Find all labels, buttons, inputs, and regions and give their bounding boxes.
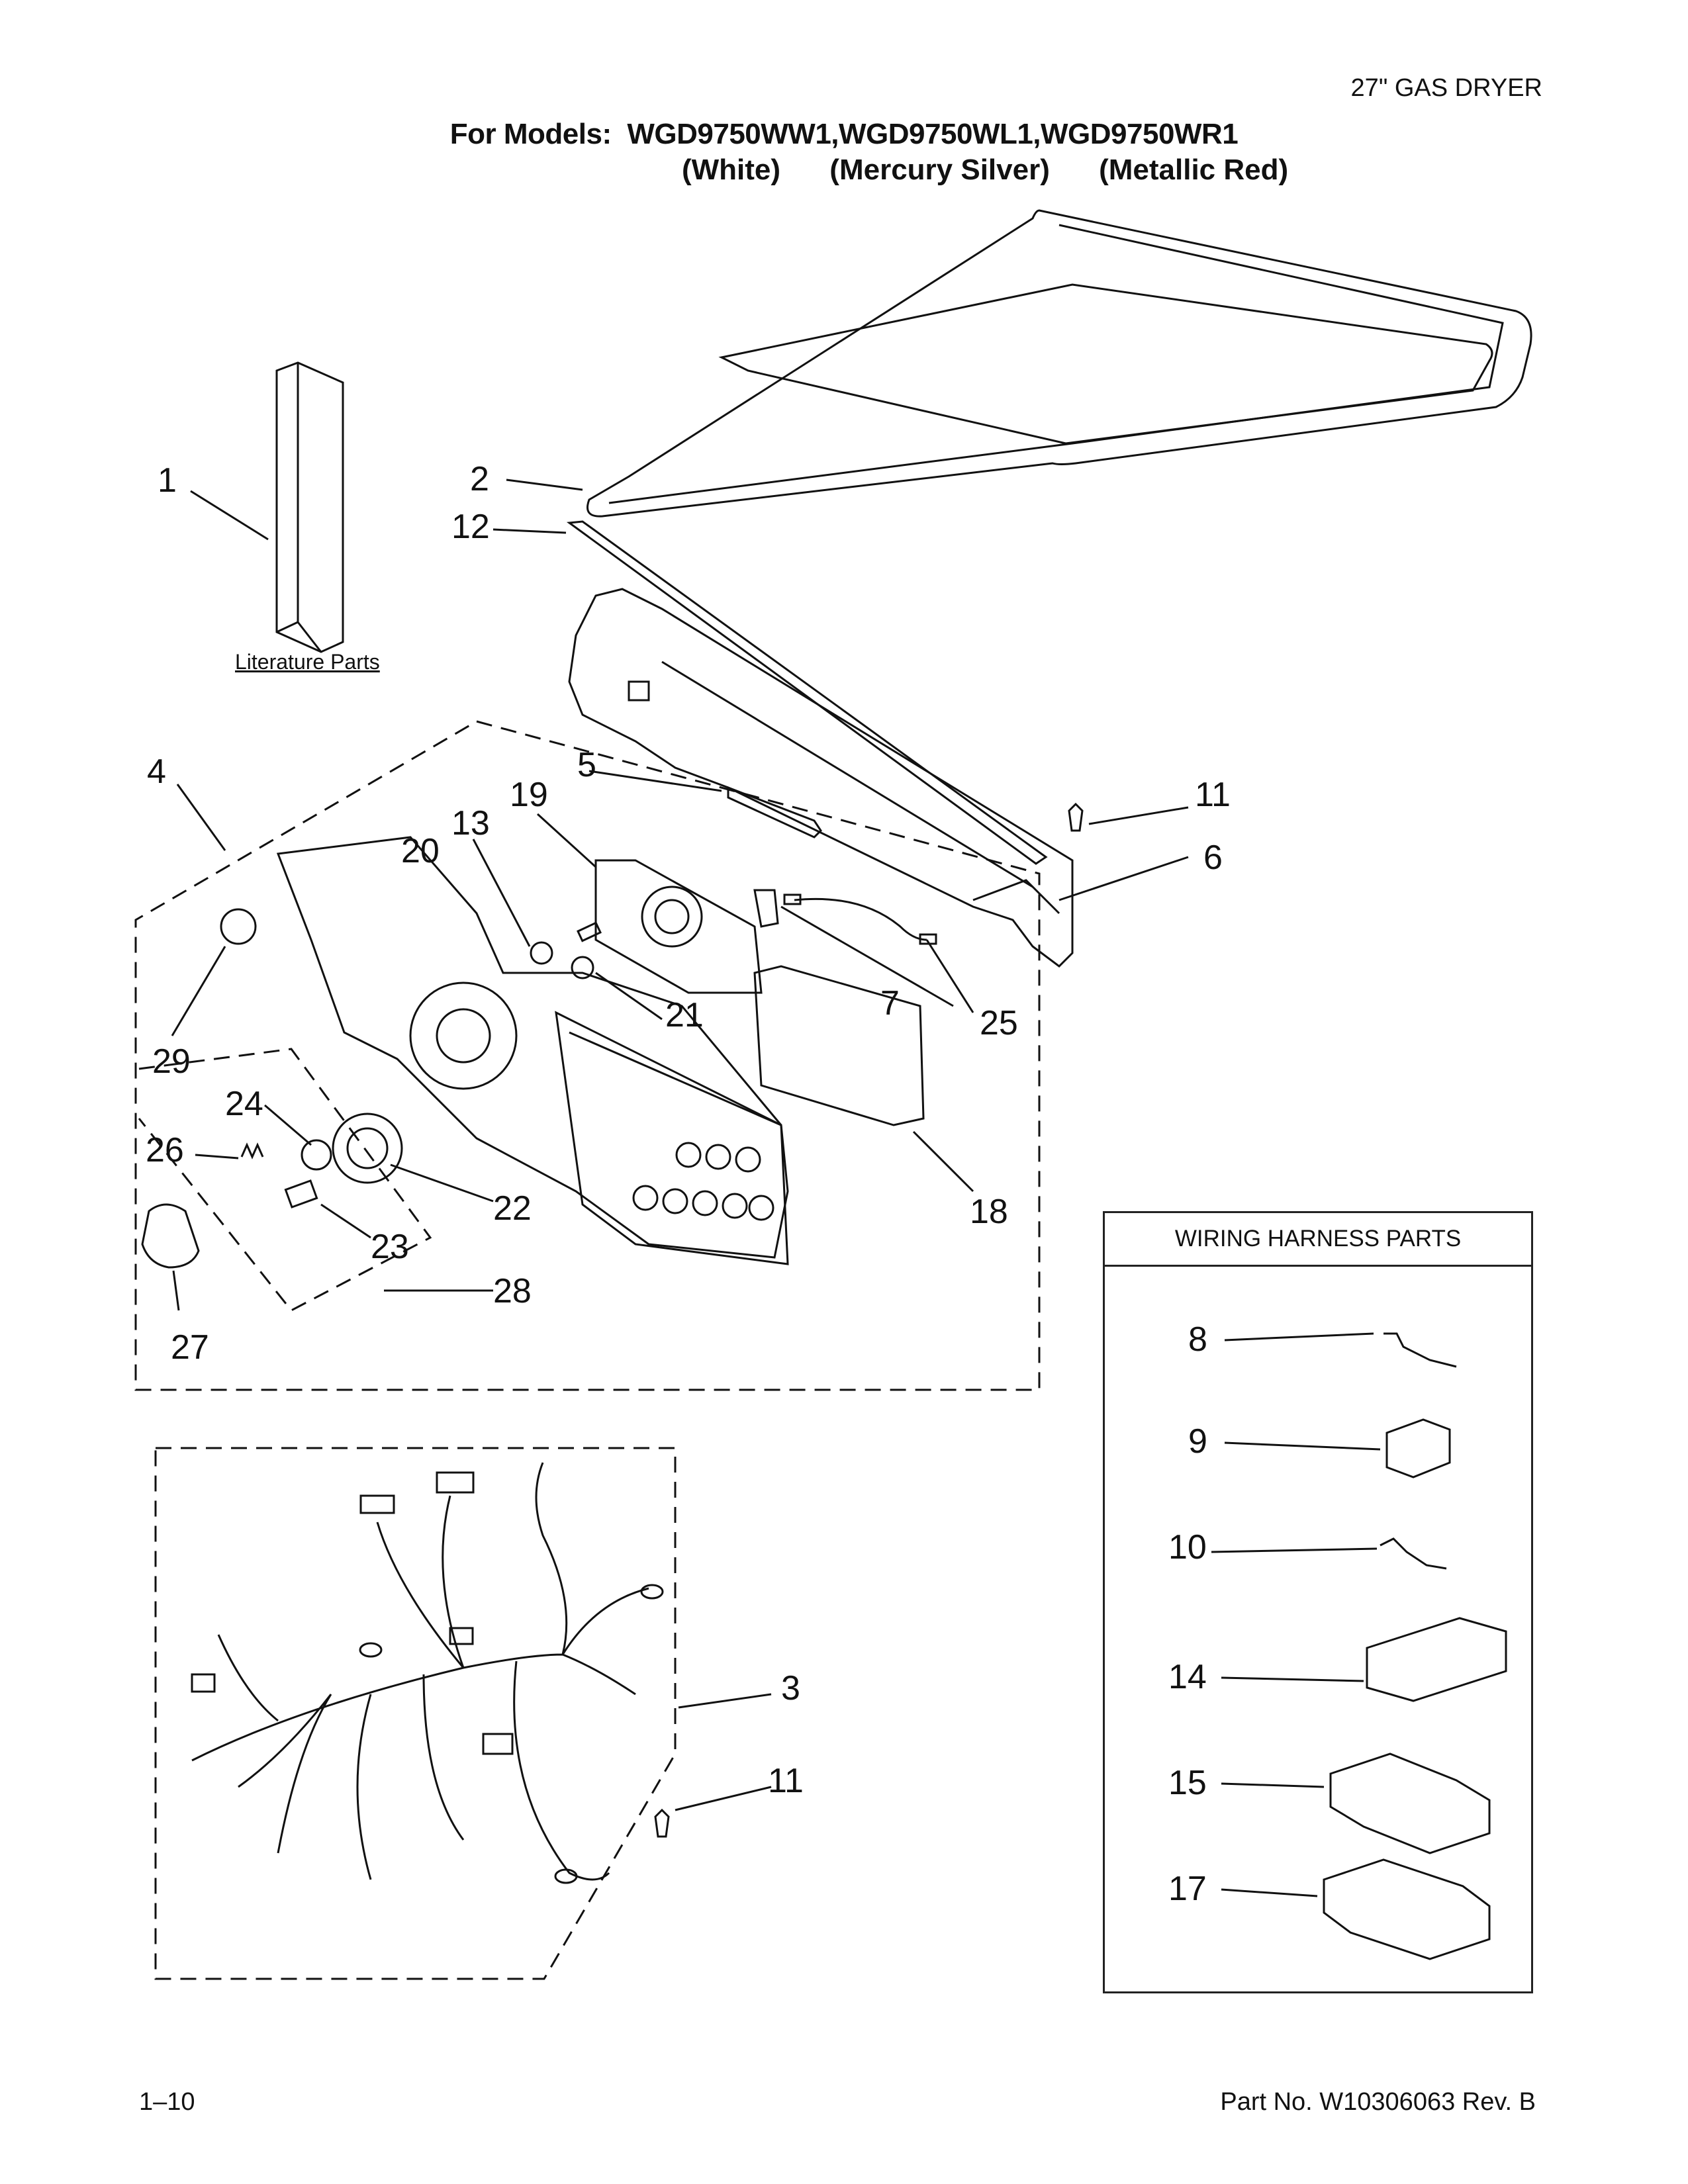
- callout-11-top: 11: [1195, 776, 1231, 814]
- callout-19: 19: [510, 776, 548, 814]
- callout-24: 24: [225, 1085, 263, 1123]
- callout-10: 10: [1168, 1528, 1207, 1567]
- callout-11-bottom: 11: [768, 1762, 804, 1800]
- connector-9: [1385, 1418, 1451, 1479]
- literature-booklet: [275, 361, 344, 653]
- color-white: (White): [682, 154, 781, 186]
- connector-15: [1329, 1752, 1491, 1854]
- model-colors: (White) (Mercury Silver) (Metallic Red): [682, 154, 1329, 187]
- color-metallic-red: (Metallic Red): [1099, 154, 1289, 186]
- product-label: 27" GAS DRYER: [1350, 74, 1542, 102]
- callout-5: 5: [577, 746, 596, 784]
- callout-17: 17: [1168, 1870, 1207, 1908]
- screw-11-bottom: [654, 1808, 670, 1838]
- strip-12: [566, 520, 1048, 865]
- console-housing: [276, 836, 789, 1259]
- tie-5: [727, 786, 822, 839]
- callout-1: 1: [158, 461, 177, 500]
- control-board-19: [594, 859, 763, 994]
- wiring-harness-box: WIRING HARNESS PARTS: [1103, 1211, 1533, 1993]
- callout-22: 22: [493, 1189, 532, 1228]
- part-20: [530, 941, 553, 965]
- wire-25: [794, 897, 927, 941]
- harness-outline: [154, 1447, 677, 1980]
- control-panel: [555, 1011, 789, 1265]
- top-panel-window: [718, 283, 1493, 445]
- console-bracket: [568, 588, 1074, 968]
- callout-7: 7: [880, 984, 900, 1023]
- part-number: Part No. W10306063 Rev. B: [1220, 2088, 1536, 2116]
- part-21: [571, 956, 594, 979]
- callout-14: 14: [1168, 1658, 1207, 1696]
- wiring-harness-title: WIRING HARNESS PARTS: [1105, 1213, 1531, 1267]
- spring-26: [240, 1142, 264, 1160]
- callout-3: 3: [781, 1669, 800, 1707]
- group-28-outline: [138, 1048, 432, 1312]
- callout-20: 20: [401, 832, 440, 870]
- harness-wire: [191, 1462, 649, 1881]
- callout-6: 6: [1203, 839, 1223, 877]
- callout-18: 18: [970, 1193, 1008, 1231]
- callout-12: 12: [451, 508, 490, 546]
- literature-parts-label: Literature Parts: [235, 650, 380, 674]
- callout-21: 21: [665, 996, 704, 1034]
- callout-13: 13: [451, 804, 490, 842]
- callout-4: 4: [147, 752, 166, 791]
- part-13: [577, 921, 602, 942]
- callout-25: 25: [980, 1004, 1018, 1042]
- part-24: [301, 1139, 332, 1171]
- gasket-29: [220, 908, 257, 945]
- leader-lines: [171, 478, 1381, 1897]
- callout-9: 9: [1188, 1422, 1207, 1461]
- callout-29: 29: [152, 1042, 191, 1081]
- callout-8: 8: [1188, 1320, 1207, 1359]
- bracket-7: [753, 889, 779, 928]
- part-23: [284, 1179, 318, 1208]
- callout-23: 23: [371, 1228, 409, 1266]
- page-number: 1–10: [139, 2088, 195, 2116]
- screw-11-top: [1068, 802, 1084, 832]
- connector-14: [1366, 1617, 1507, 1702]
- connector-17: [1323, 1858, 1491, 1960]
- models-label: For Models:: [449, 118, 612, 150]
- terminal-8: [1383, 1332, 1457, 1368]
- dial-bezel-22: [332, 1113, 403, 1184]
- models-title: For Models: WGD9750WW1,WGD9750WL1,WGD975…: [0, 118, 1688, 151]
- top-panel: [586, 209, 1532, 518]
- ui-board-18: [753, 965, 925, 1126]
- terminal-10: [1380, 1537, 1447, 1570]
- callout-27: 27: [171, 1328, 209, 1367]
- group-4-outline: [134, 720, 1041, 1391]
- knob-27: [141, 1203, 200, 1269]
- callout-15: 15: [1168, 1764, 1207, 1802]
- callout-26: 26: [146, 1131, 184, 1169]
- callout-28: 28: [493, 1272, 532, 1310]
- callout-2: 2: [470, 460, 489, 498]
- models-list: WGD9750WW1,WGD9750WL1,WGD9750WR1: [627, 118, 1239, 150]
- dial-gear: [409, 981, 518, 1090]
- color-mercury-silver: (Mercury Silver): [829, 154, 1050, 186]
